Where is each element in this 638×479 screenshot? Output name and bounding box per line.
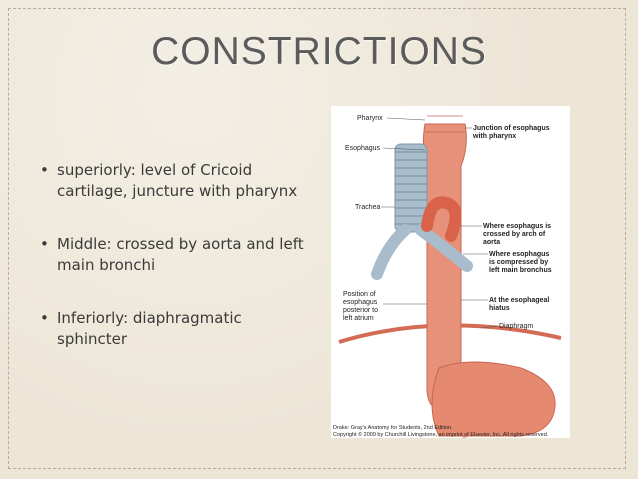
- bullet-marker: •: [40, 309, 49, 327]
- label-arch-1: Where esophagus is: [483, 223, 551, 230]
- slide-frame: [8, 8, 626, 469]
- label-bronchus-2: is compressed by: [489, 259, 548, 266]
- bullet-marker: •: [40, 161, 49, 179]
- label-bronchus-1: Where esophagus: [489, 251, 549, 258]
- slide-title: CONSTRICTIONS: [151, 30, 487, 73]
- label-position-3: posterior to: [343, 307, 378, 314]
- trachea-shape: [394, 143, 428, 233]
- bullet-text: Inferiorly: diaphragmatic sphincter: [57, 309, 242, 348]
- figure-credit-2: Copyright © 2009 by Churchill Livingston…: [333, 431, 549, 438]
- bullet-item: • superiorly: level of Cricoid cartilage…: [40, 160, 310, 202]
- label-hiatus-2: hiatus: [489, 305, 510, 312]
- stomach-shape: [431, 361, 556, 437]
- aortic-arch-shape: [421, 196, 462, 242]
- bullet-marker: •: [40, 235, 49, 253]
- label-junction-1: Junction of esophagus: [473, 125, 550, 132]
- esophagus-illustration: Pharynx Esophagus Trachea Position of es…: [333, 115, 562, 438]
- bullet-text: superiorly: level of Cricoid cartilage, …: [57, 161, 298, 200]
- label-junction-2: with pharynx: [472, 133, 516, 140]
- anatomy-figure: Pharynx Esophagus Trachea Position of es…: [331, 106, 570, 438]
- label-diaphragm: Diaphragm: [499, 323, 533, 330]
- label-pharynx: Pharynx: [357, 115, 383, 122]
- label-esophagus: Esophagus: [345, 145, 381, 152]
- label-arch-2: crossed by arch of: [483, 231, 546, 238]
- label-hiatus-1: At the esophageal: [489, 297, 549, 304]
- label-bronchus-3: left main bronchus: [489, 267, 552, 274]
- left-bronchus-shape: [415, 224, 473, 272]
- figure-credit-1: Drake: Gray's Anatomy for Students, 2nd …: [333, 425, 453, 431]
- bullet-list: • superiorly: level of Cricoid cartilage…: [40, 160, 310, 382]
- label-position-4: left atrium: [343, 315, 374, 322]
- right-bronchus-shape: [371, 224, 411, 280]
- bullet-item: • Inferiorly: diaphragmatic sphincter: [40, 308, 310, 350]
- label-trachea: Trachea: [355, 204, 381, 211]
- bullet-item: • Middle: crossed by aorta and left main…: [40, 234, 310, 276]
- label-position-1: Position of: [343, 291, 376, 298]
- label-arch-3: aorta: [483, 239, 500, 246]
- bullet-text: Middle: crossed by aorta and left main b…: [57, 235, 304, 274]
- label-position-2: esophagus: [343, 299, 378, 306]
- pharynx-ridges: [425, 115, 465, 133]
